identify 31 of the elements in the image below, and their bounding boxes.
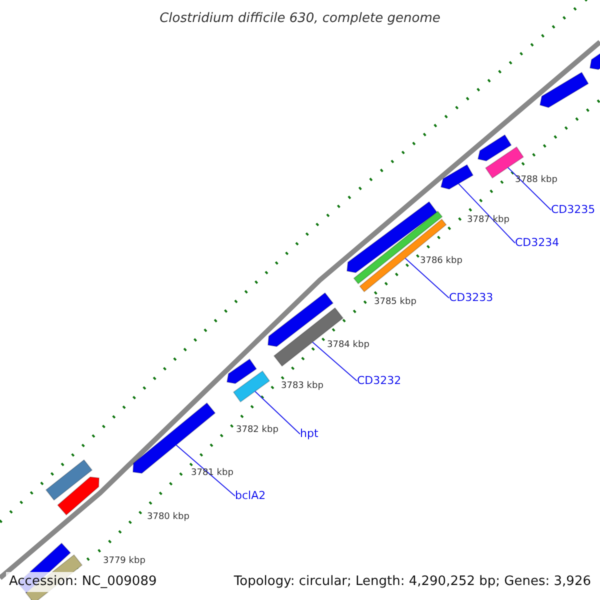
leader-line <box>507 166 552 210</box>
gene-label: CD3235 <box>551 204 596 215</box>
position-label: 3784 kbp <box>327 341 370 350</box>
position-label: 3779 kbp <box>103 557 146 566</box>
position-label: 3782 kbp <box>236 426 278 435</box>
gene-feature <box>477 134 512 162</box>
gene-label: CD3234 <box>515 237 560 248</box>
gene-label: CD3232 <box>357 375 402 386</box>
gene-feature <box>440 164 474 190</box>
gene-feature <box>132 402 216 474</box>
gene-bar <box>353 210 443 284</box>
leader-line <box>458 183 516 244</box>
leader-line <box>404 258 450 298</box>
gene-bar <box>359 218 447 292</box>
gene-bar <box>45 459 93 501</box>
gene-feature <box>57 476 100 516</box>
position-label: 3783 kbp <box>281 382 324 391</box>
gene-label: bclA2 <box>235 490 266 501</box>
gene-bar <box>232 370 270 403</box>
gene-feature <box>226 358 258 384</box>
title: Clostridium difficile 630, complete genome <box>158 10 442 28</box>
leader-line <box>312 342 358 382</box>
leader-line <box>176 444 236 496</box>
gene-label: CD3233 <box>449 292 494 303</box>
gene-label: hpt <box>300 428 318 439</box>
position-label: 3786 kbp <box>420 257 462 266</box>
position-label: 3785 kbp <box>374 298 416 307</box>
position-label: 3780 kbp <box>147 513 190 522</box>
gene-feature <box>539 72 589 108</box>
leader-line <box>254 390 300 434</box>
position-label: 3787 kbp <box>467 216 510 225</box>
